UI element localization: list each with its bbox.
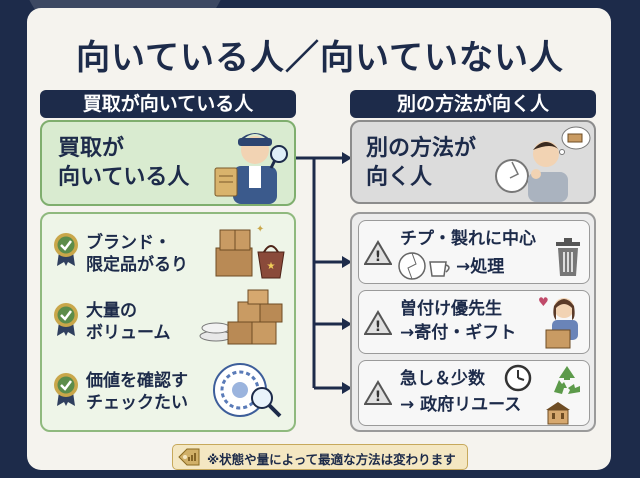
government-building-icon — [546, 402, 570, 425]
left-item-1-line1: ブランド・ — [86, 233, 171, 253]
donation-person-icon: ♥ — [538, 295, 578, 349]
thinking-person-icon — [495, 126, 591, 202]
warning-triangle-icon: ! — [364, 310, 392, 335]
check-badge-icon — [54, 373, 78, 406]
warning-triangle-icon: ! — [364, 240, 392, 265]
plate-magnifier-icon — [213, 363, 282, 418]
left-item-2-line2: ボリューム — [86, 323, 171, 343]
broken-dishes-icon — [398, 252, 450, 280]
check-badge-icon — [54, 233, 78, 266]
right-item-2-line1: 曽付け優先生 — [400, 299, 502, 319]
inspector-person-icon — [214, 133, 288, 204]
right-item-3-line2: → 政府リユース — [400, 395, 522, 415]
right-column-header: 別の方法が向く人 — [350, 90, 596, 118]
connector-arrows — [296, 152, 352, 394]
right-main-line1: 別の方法が — [366, 136, 477, 161]
trash-can-icon — [556, 238, 580, 276]
check-badge-icon — [54, 303, 78, 336]
warning-triangle-icon: ! — [364, 380, 392, 405]
left-column-header: 買取が向いている人 — [40, 90, 296, 118]
right-item-3-line1: 急し＆少数 — [400, 369, 485, 389]
footer-note-box: ※状態や量によって最適な方法は変わります — [172, 444, 468, 470]
svg-text:!: ! — [375, 389, 381, 405]
svg-text:!: ! — [375, 249, 381, 265]
left-item-3-line2: チェックたい — [86, 393, 188, 413]
svg-text:!: ! — [375, 319, 381, 335]
footer-note: ※状態や量によって最適な方法は変わります — [207, 452, 456, 467]
recycle-icon — [554, 366, 580, 394]
right-item-1-line1: チプ・製れに中心 — [400, 229, 536, 249]
tag-icon — [178, 448, 200, 466]
page-title: 向いている人／向いていない人 — [76, 38, 564, 78]
left-main-line2: 向いている人 — [58, 165, 190, 190]
right-main-line2: 向く人 — [366, 165, 433, 190]
left-item-2-line1: 大量の — [86, 301, 137, 321]
left-main-line1: 買取が — [58, 136, 125, 161]
right-item-2-line2: →寄付・ギフト — [400, 323, 517, 343]
right-item-1-line2: →処理 — [456, 257, 505, 277]
svg-text:★: ★ — [267, 261, 276, 272]
right-item-1-box — [358, 220, 590, 284]
svg-text:✦: ✦ — [256, 224, 264, 235]
left-item-1-line2: 限定品がるり — [86, 255, 188, 275]
clock-icon — [504, 364, 532, 392]
box-pile-icon — [199, 289, 283, 345]
brand-boxes-icon: ★ ✦ — [215, 224, 285, 279]
left-item-3-line1: 価値を確認す — [86, 371, 188, 391]
svg-text:♥: ♥ — [538, 295, 549, 309]
